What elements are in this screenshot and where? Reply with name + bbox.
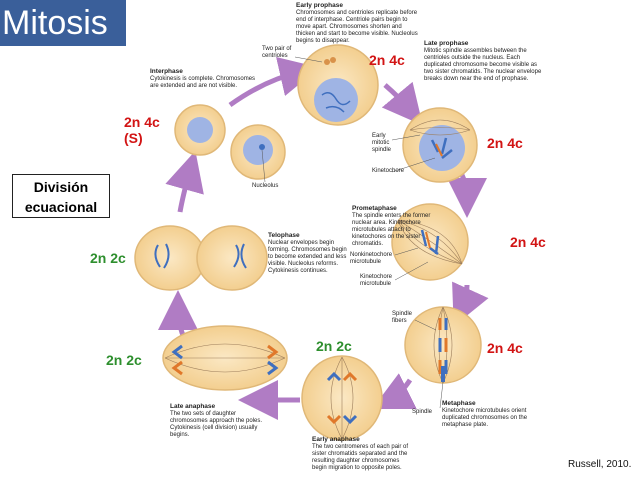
label-centrioles: Two pair of centrioles	[262, 46, 292, 59]
cell-interphase-a	[174, 104, 226, 156]
label-interphase-count: 2n 4c (S)	[124, 114, 160, 146]
cycle-arrows	[158, 56, 489, 420]
note-telophase: Telophase Nuclear envelopes begin formin…	[268, 232, 350, 275]
label-nonkinetochore: Nonkinetochore microtubule	[350, 252, 393, 265]
note-prometaphase: Prometaphase The spindle enters the form…	[352, 205, 442, 248]
arrow-prometaphase-to-metaphase	[452, 281, 489, 327]
arrow-late-prophase-to-prometaphase	[446, 173, 487, 218]
label-spindle-fibers: Spindle fibers	[392, 311, 413, 324]
note-metaphase: Metaphase Kinetochore microtubules orien…	[442, 400, 530, 429]
note-early-anaphase-head: Early anaphase	[312, 436, 360, 443]
label-early-spindle: Early mitotic spindle	[372, 133, 392, 153]
arrow-early-prophase-to-late-prophase	[381, 81, 423, 126]
label-kinetochore: Kinetochore	[372, 168, 405, 174]
slide-title: Mitosis	[0, 0, 126, 46]
note-early-anaphase-body: The two centromeres of each pair of sist…	[312, 444, 409, 471]
label-late-prophase-count: 2n 4c	[487, 135, 523, 151]
note-late-anaphase-body: The two sets of daughter chromosomes app…	[170, 411, 263, 438]
label-interphase-count-text: 2n 4c	[124, 114, 160, 130]
note-late-anaphase: Late anaphase The two sets of daughter c…	[170, 403, 266, 439]
cell-early-prophase	[297, 44, 379, 126]
note-late-anaphase-head: Late anaphase	[170, 403, 216, 410]
cell-late-prophase	[402, 107, 478, 183]
arrow-interphase-to-early-prophase	[228, 56, 320, 108]
label-nucleolus: Nucleolus	[252, 183, 279, 189]
note-prometaphase-head: Prometaphase	[352, 205, 397, 212]
label-early-anaphase-count: 2n 2c	[316, 338, 352, 354]
label-interphase-count-sub: (S)	[124, 130, 143, 146]
note-interphase-body: Cytokinesis is complete. Chromosomes are…	[150, 76, 256, 89]
label-spindle: Spindle	[412, 409, 433, 415]
citation: Russell, 2010.	[568, 459, 632, 470]
note-metaphase-head: Metaphase	[442, 400, 476, 407]
division-label-box: División ecuacional	[12, 174, 110, 218]
arrow-metaphase-to-early-anaphase	[372, 373, 417, 409]
note-early-prophase-head: Early prophase	[296, 2, 343, 9]
label-prometaphase-count: 2n 4c	[510, 234, 546, 250]
note-early-anaphase: Early anaphase The two centromeres of ea…	[312, 436, 410, 472]
note-interphase-head: Interphase	[150, 68, 183, 75]
note-early-prophase: Early prophase Chromosomes and centriole…	[296, 2, 421, 45]
label-telophase-count: 2n 2c	[90, 250, 126, 266]
note-late-prophase: Late prophase Mitotic spindle assembles …	[424, 40, 544, 83]
note-early-prophase-body: Chromosomes and centrioles replicate bef…	[296, 10, 418, 44]
cell-prometaphase	[391, 203, 469, 281]
note-metaphase-body: Kinetochore microtubules orient duplicat…	[442, 408, 528, 428]
division-label-line2: ecuacional	[24, 199, 98, 215]
note-interphase: Interphase Cytokinesis is complete. Chro…	[150, 68, 260, 90]
division-label-line1: División	[33, 179, 89, 195]
cell-interphase-b	[230, 124, 286, 180]
label-early-prophase-count: 2n 4c	[369, 52, 405, 68]
note-telophase-head: Telophase	[268, 232, 300, 239]
label-kinetochore-mt: Kinetochore microtubule	[360, 274, 393, 287]
label-metaphase-count: 2n 4c	[487, 340, 523, 356]
note-late-prophase-body: Mitotic spindle assembles between the ce…	[424, 48, 542, 82]
cell-metaphase	[404, 306, 482, 384]
note-late-prophase-head: Late prophase	[424, 40, 469, 47]
cell-early-anaphase	[301, 355, 383, 441]
cell-late-anaphase	[162, 325, 288, 391]
label-late-anaphase-count: 2n 2c	[106, 352, 142, 368]
note-telophase-body: Nuclear envelopes begin forming. Chromos…	[268, 240, 347, 274]
arrow-telophase-to-interphase	[165, 150, 204, 213]
note-prometaphase-body: The spindle enters the former nuclear ar…	[352, 213, 431, 247]
cell-telophase	[134, 225, 268, 291]
